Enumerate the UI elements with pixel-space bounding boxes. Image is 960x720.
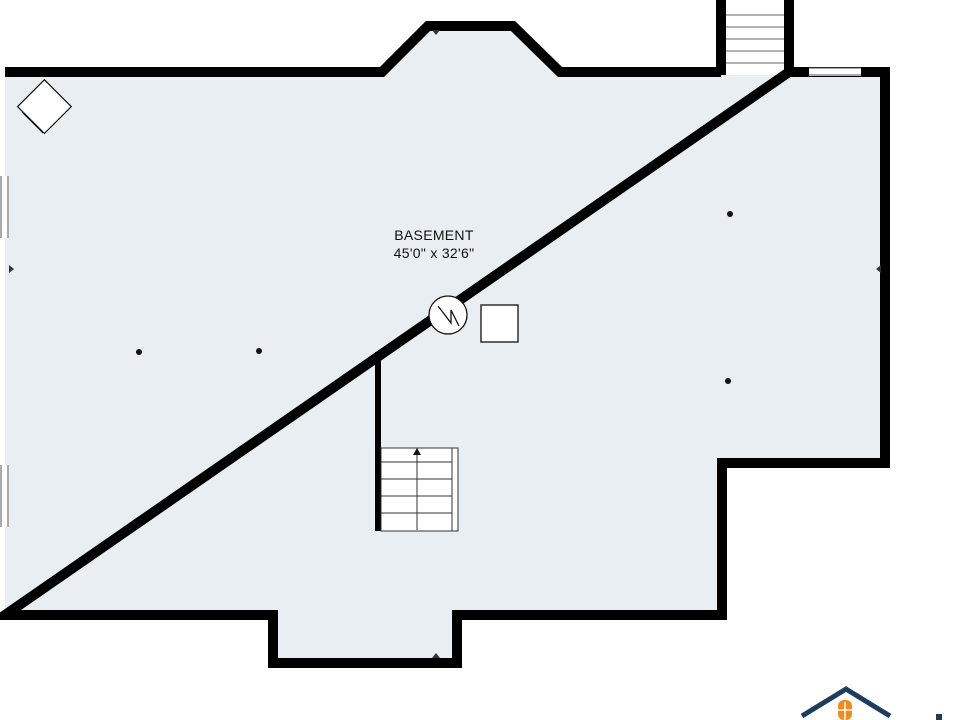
room-name: BASEMENT (394, 227, 474, 243)
basement-floor (5, 26, 885, 663)
sump-diamond-icon (16, 78, 73, 135)
exterior-stairs (716, 0, 794, 75)
interior-stairs (380, 447, 459, 532)
dimension-markers (9, 30, 881, 658)
window-left-upper (0, 176, 9, 238)
support-posts (136, 211, 733, 384)
room-label: BASEMENT 45'0" x 32'6" (334, 226, 534, 262)
window-left-lower (0, 465, 9, 527)
furnace-box-icon (480, 304, 519, 343)
basement-walls (0, 21, 890, 668)
water-heater-icon (428, 295, 468, 335)
window-top-right (809, 67, 861, 76)
house-logo-icon (800, 686, 942, 720)
room-dimensions: 45'0" x 32'6" (393, 245, 475, 261)
